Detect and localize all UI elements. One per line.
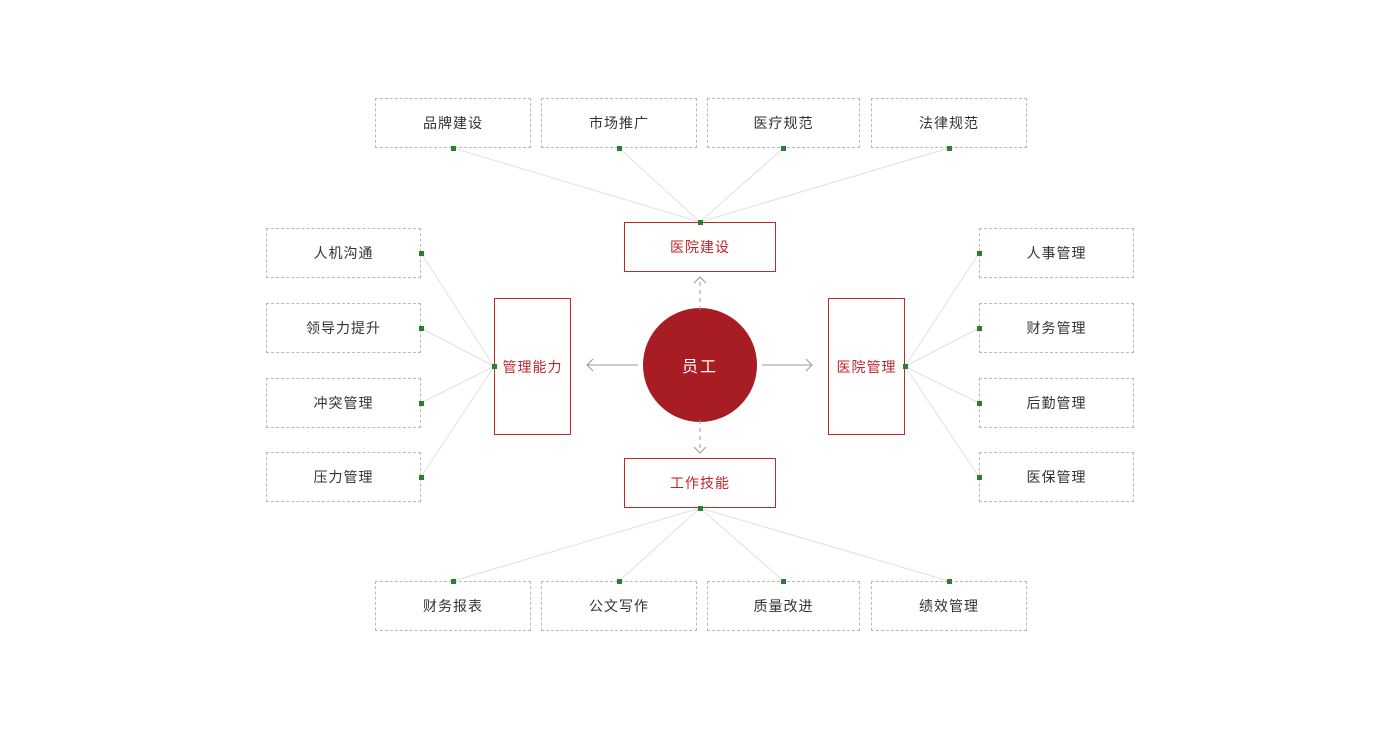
connector-dot-work-skills — [697, 505, 703, 511]
connector-dot-medical-standards — [781, 145, 786, 151]
leaf-node-label: 品牌建设 — [423, 115, 483, 131]
leaf-node-performance-management[interactable]: 绩效管理 — [871, 581, 1027, 631]
primary-node-hospital-construction[interactable]: 医院建设 — [624, 222, 776, 272]
connector-dot-finance-management — [976, 325, 982, 331]
arrow-head-icon — [693, 446, 707, 454]
hub-arrow-up — [693, 276, 707, 310]
leaf-node-label: 公文写作 — [589, 598, 649, 614]
connector-dot-financial-statements — [450, 578, 456, 584]
connector-line — [452, 147, 701, 223]
connector-dot-official-writing — [616, 578, 622, 584]
primary-node-label: 工作技能 — [670, 475, 730, 491]
leaf-node-label: 财务管理 — [1026, 320, 1087, 336]
connector-dot-hr-management — [976, 250, 982, 256]
connector-line — [420, 252, 495, 367]
connector-dot-quality-improvement — [781, 578, 786, 584]
arrow-head-icon — [586, 358, 594, 372]
arrow-head-icon — [805, 358, 813, 372]
hub-arrow-left — [586, 358, 638, 372]
leaf-node-hr-management[interactable]: 人事管理 — [979, 228, 1134, 278]
connector-dot-performance-management — [946, 578, 952, 584]
leaf-node-insurance-management[interactable]: 医保管理 — [979, 452, 1134, 502]
leaf-node-label: 后勤管理 — [1026, 395, 1087, 411]
connector-line — [420, 366, 495, 478]
leaf-node-label: 人机沟通 — [313, 245, 374, 261]
leaf-node-market-promotion[interactable]: 市场推广 — [541, 98, 697, 148]
connector-dot-leadership-improvement — [418, 325, 424, 331]
leaf-node-label: 人事管理 — [1026, 245, 1087, 261]
connector-dot-stress-management — [418, 474, 424, 480]
connector-line — [904, 366, 980, 478]
leaf-node-label: 医疗规范 — [753, 115, 814, 131]
primary-node-management-ability[interactable]: 管理能力 — [494, 298, 571, 435]
leaf-node-label: 领导力提升 — [306, 320, 381, 336]
connector-line — [699, 507, 784, 582]
leaf-node-logistics-management[interactable]: 后勤管理 — [979, 378, 1134, 428]
primary-node-label: 医院建设 — [670, 239, 730, 255]
hub-arrow-right — [762, 358, 813, 372]
leaf-node-quality-improvement[interactable]: 质量改进 — [707, 581, 860, 631]
primary-node-work-skills[interactable]: 工作技能 — [624, 458, 776, 508]
leaf-node-stress-management[interactable]: 压力管理 — [266, 452, 421, 502]
connector-dot-insurance-management — [976, 474, 982, 480]
leaf-node-brand-building[interactable]: 品牌建设 — [375, 98, 531, 148]
connector-line — [618, 507, 701, 582]
connector-line — [420, 327, 495, 367]
hub-arrow-down — [693, 420, 707, 454]
connector-dot-hospital-management — [902, 364, 908, 369]
connector-dot-human-machine-communication — [418, 250, 424, 256]
leaf-node-label: 财务报表 — [423, 598, 483, 614]
connector-dot-market-promotion — [616, 145, 622, 151]
leaf-node-financial-statements[interactable]: 财务报表 — [375, 581, 531, 631]
connector-line — [618, 147, 701, 223]
arrow-head-icon — [693, 276, 707, 284]
hub-node-label: 员工 — [681, 359, 718, 376]
leaf-node-finance-management[interactable]: 财务管理 — [979, 303, 1134, 353]
hub-node-employee[interactable]: 员工 — [643, 308, 757, 422]
leaf-node-label: 医保管理 — [1026, 469, 1087, 485]
leaf-node-legal-standards[interactable]: 法律规范 — [871, 98, 1027, 148]
connector-line — [904, 327, 980, 367]
primary-node-hospital-management[interactable]: 医院管理 — [828, 298, 905, 435]
leaf-node-label: 冲突管理 — [313, 395, 374, 411]
leaf-node-label: 压力管理 — [313, 469, 374, 485]
connector-line — [699, 147, 950, 223]
connector-dot-legal-standards — [946, 145, 952, 151]
connector-line — [420, 366, 495, 404]
leaf-node-conflict-management[interactable]: 冲突管理 — [266, 378, 421, 428]
leaf-node-label: 绩效管理 — [919, 598, 979, 614]
leaf-node-official-writing[interactable]: 公文写作 — [541, 581, 697, 631]
connector-dot-conflict-management — [418, 400, 424, 406]
connector-line — [452, 507, 701, 582]
leaf-node-medical-standards[interactable]: 医疗规范 — [707, 98, 860, 148]
connector-line — [699, 507, 950, 582]
connector-dot-logistics-management — [976, 400, 982, 406]
connector-line — [904, 252, 980, 367]
primary-node-label: 医院管理 — [836, 358, 897, 375]
connector-dot-hospital-construction — [697, 219, 703, 225]
leaf-node-label: 法律规范 — [919, 115, 979, 131]
leaf-node-leadership-improvement[interactable]: 领导力提升 — [266, 303, 421, 353]
leaf-node-label: 质量改进 — [753, 598, 814, 614]
connector-dot-brand-building — [450, 145, 456, 151]
primary-node-label: 管理能力 — [502, 358, 563, 375]
leaf-node-label: 市场推广 — [589, 115, 649, 131]
leaf-node-human-machine-communication[interactable]: 人机沟通 — [266, 228, 421, 278]
connector-dot-management-ability — [491, 364, 497, 369]
connector-line — [904, 366, 980, 404]
connector-line — [699, 147, 784, 223]
